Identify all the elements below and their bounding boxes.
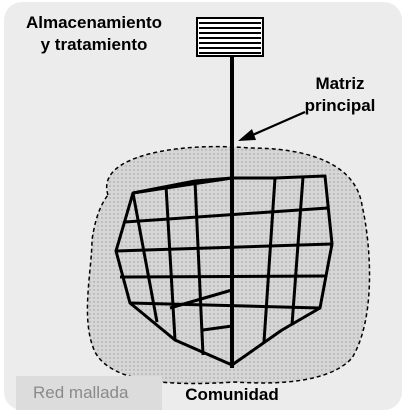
caption-box xyxy=(16,376,162,410)
arrow-icon xyxy=(238,110,306,141)
caption-text: Red mallada xyxy=(33,383,129,402)
main-pipe-label-line1: Matriz xyxy=(315,74,364,93)
main-pipe-label-line2: principal xyxy=(305,96,376,115)
community-label: Comunidad xyxy=(185,385,279,404)
storage-label-line2: y tratamiento xyxy=(41,35,148,54)
storage-tank-icon xyxy=(196,17,264,57)
mesh-network xyxy=(114,174,334,367)
storage-label-line1: Almacenamiento xyxy=(26,13,162,32)
